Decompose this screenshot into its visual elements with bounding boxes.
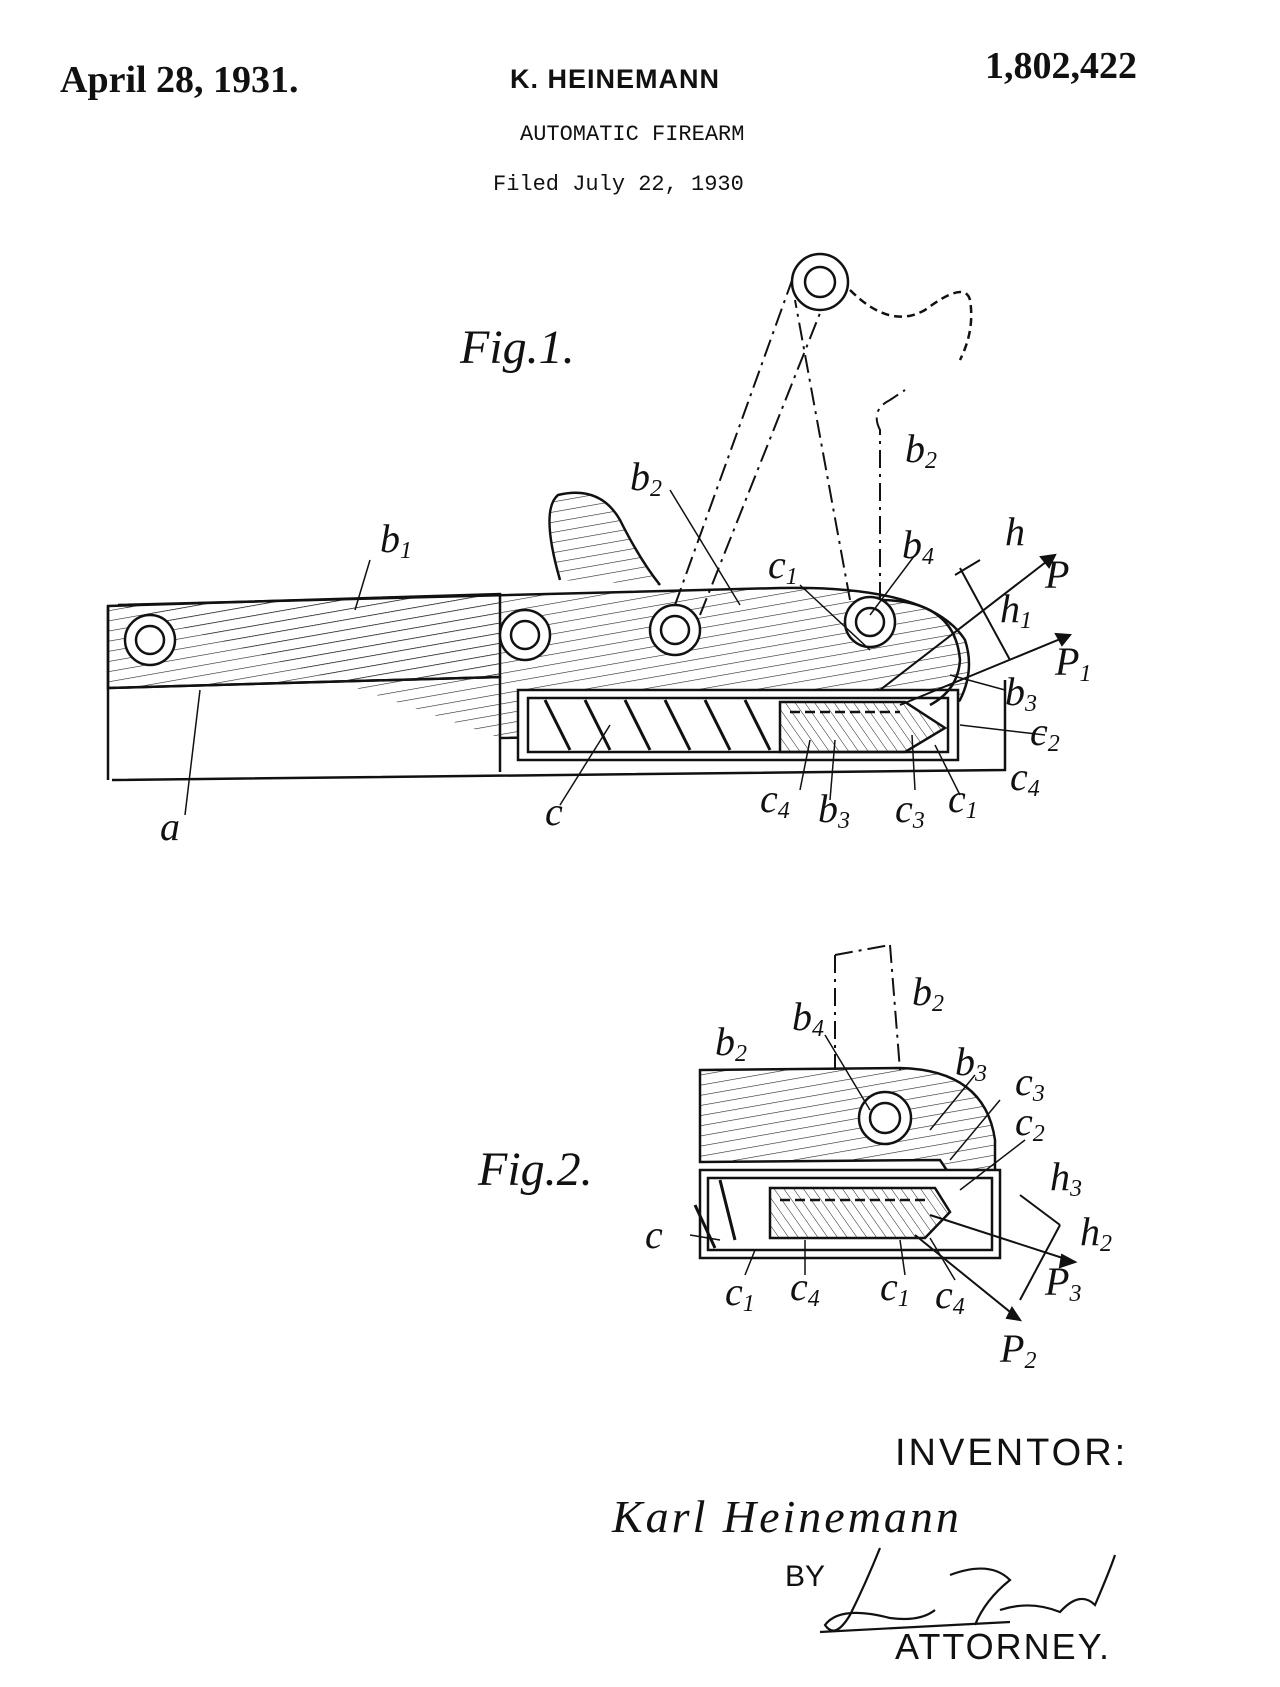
- fig1-label-c1-bottom: c1: [948, 776, 978, 824]
- fig1-label-b3-bottom: b3: [818, 786, 850, 834]
- fig2-label-P3: P3: [1044, 1259, 1081, 1307]
- fig1-label-P: P: [1044, 552, 1069, 597]
- patent-number: 1,802,422: [985, 45, 1137, 87]
- fig2-label-c4-right: c4: [935, 1272, 965, 1320]
- inventor-signature: Karl Heinemann: [612, 1491, 962, 1542]
- fig1-label-b2-lower: b2: [630, 454, 662, 502]
- patent-date: April 28, 1931.: [60, 59, 299, 101]
- fig1-label-b1: b1: [380, 516, 412, 564]
- fig2-drawing: [689, 944, 1078, 1322]
- fig2-part-labels: b2 b4 b2 b3 c3 c2 h3 h2 c c1 c4 c1 c4 P3…: [645, 969, 1112, 1374]
- by-label: BY: [785, 1560, 826, 1593]
- fig2-label-b3: b3: [955, 1039, 987, 1087]
- fig2-label-c2: c2: [1015, 1099, 1045, 1147]
- filed-date: Filed July 22, 1930: [493, 172, 744, 197]
- patent-title: AUTOMATIC FIREARM: [520, 122, 745, 147]
- fig1-label-c1-top: c1: [768, 542, 798, 590]
- fig2-label-c1-left: c1: [725, 1269, 755, 1317]
- fig2-label-h3: h3: [1050, 1154, 1082, 1202]
- fig2-label-c1-mid: c1: [880, 1264, 910, 1312]
- fig1-label-c2: c2: [1030, 709, 1060, 757]
- attorney-heading: ATTORNEY.: [895, 1626, 1112, 1667]
- fig1-label: Fig.1.: [460, 321, 575, 374]
- fig2-label-h2: h2: [1080, 1209, 1112, 1257]
- fig1-label-h1: h1: [1000, 586, 1032, 634]
- fig1-label-c4-right: c4: [1010, 754, 1040, 802]
- fig2-label-c4-left: c4: [790, 1264, 820, 1312]
- fig2-label-b2-left: b2: [715, 1019, 747, 1067]
- fig2-label-P2: P2: [999, 1326, 1036, 1374]
- inventor-heading: INVENTOR:: [895, 1432, 1129, 1474]
- inventor-name: K. HEINEMANN: [510, 64, 721, 94]
- fig1-label-c4-bottom: c4: [760, 776, 790, 824]
- fig1-label-h: h: [1005, 509, 1025, 554]
- fig1-label-b2-upper: b2: [905, 426, 937, 474]
- fig2-label-c3: c3: [1015, 1059, 1045, 1107]
- fig2-label-b2-top: b2: [912, 969, 944, 1017]
- fig1-label-c: c: [545, 789, 563, 834]
- fig1-label-b3-right: b3: [1005, 669, 1037, 717]
- fig1-label-a: a: [160, 804, 180, 849]
- fig1-label-c3: c3: [895, 786, 925, 834]
- fig1-label-P1: P1: [1054, 639, 1091, 687]
- attorney-signature: [819, 1547, 1117, 1634]
- fig2-label-c: c: [645, 1212, 663, 1257]
- fig2-label: Fig.2.: [478, 1143, 593, 1196]
- fig1-drawing: [106, 252, 1072, 816]
- fig2-label-b4: b4: [792, 994, 824, 1042]
- fig1-part-labels: b1 b2 b2 b4 c1 h P h1 P1 b3 c2 c4 a c c4…: [160, 426, 1091, 849]
- fig1-label-b4: b4: [902, 522, 934, 570]
